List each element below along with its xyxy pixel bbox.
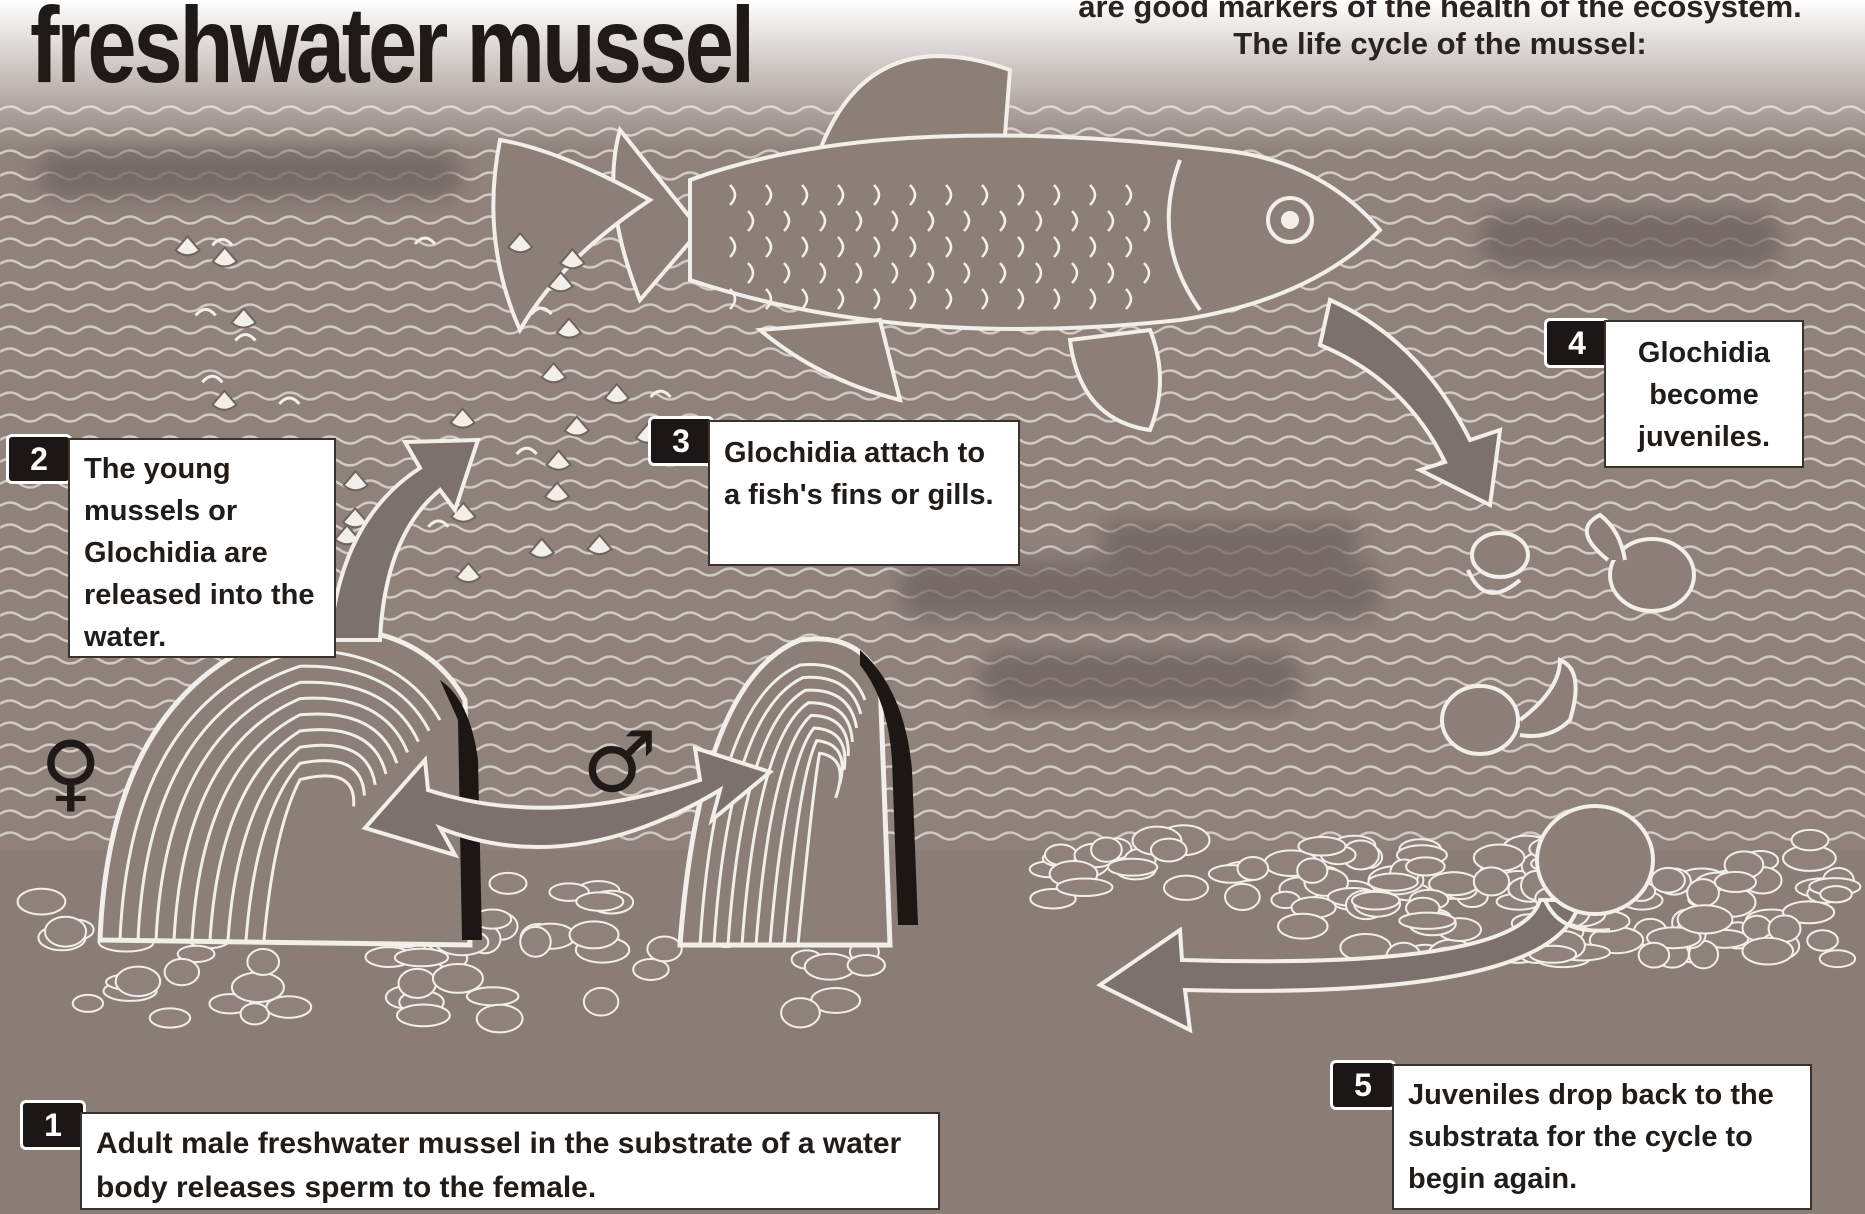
step-2-number: 2 [6, 434, 72, 484]
male-symbol: ♂ [582, 720, 657, 804]
step-4-number: 4 [1544, 318, 1610, 368]
step-5-callout: Juveniles drop back to the substrata for… [1392, 1064, 1812, 1210]
page-title: freshwater mussel [30, 0, 752, 105]
step-1-callout: Adult male freshwater mussel in the subs… [80, 1112, 940, 1210]
step-1-number: 1 [20, 1100, 86, 1150]
intro-text: are good markers of the health of the ec… [1060, 0, 1820, 62]
step-4-callout: Glochidia become juveniles. [1604, 320, 1804, 468]
step-3-number: 3 [648, 416, 714, 466]
step-3-callout: Glochidia attach to a fish's fins or gil… [708, 420, 1020, 566]
step-5-number: 5 [1330, 1060, 1396, 1110]
female-symbol: ♀ [40, 730, 102, 814]
step-2-callout: The young mussels or Glochidia are relea… [68, 438, 336, 658]
